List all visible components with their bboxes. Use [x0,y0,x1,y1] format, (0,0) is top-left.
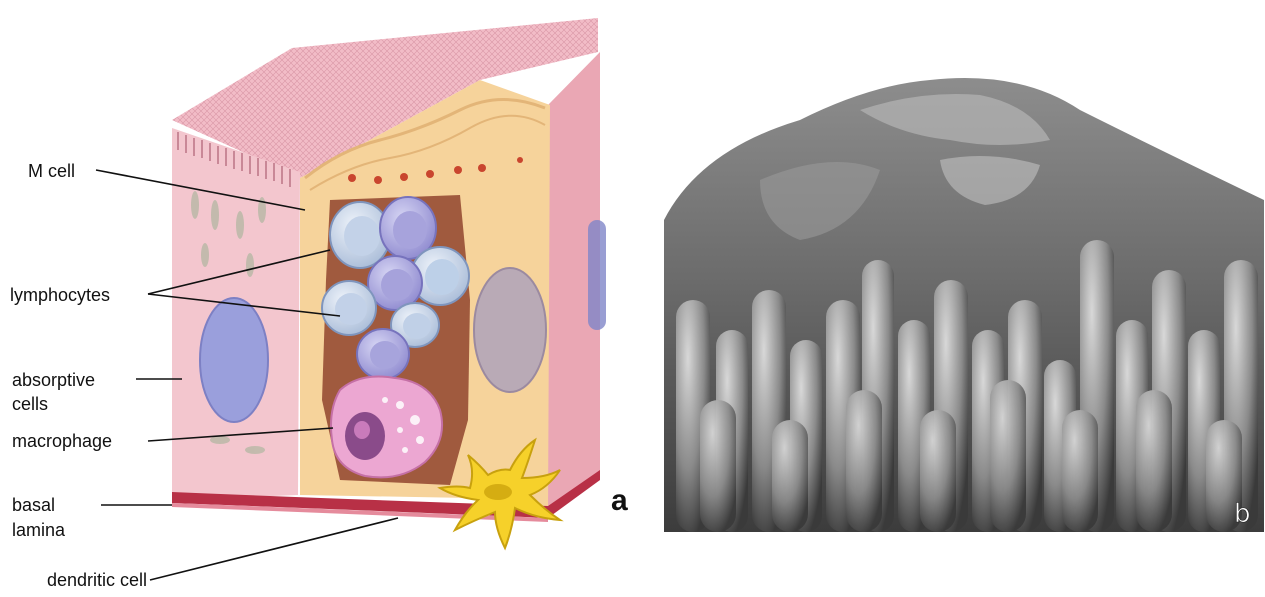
label-lymphocytes: lymphocytes [10,285,110,305]
panel-label-a: a [611,484,628,517]
label-m-cell: M cell [28,161,75,181]
label-basal-lamina-line1: basal [12,495,55,515]
label-macrophage: macrophage [12,431,112,451]
label-absorptive-cells-line2: cells [12,394,48,414]
label-absorptive-cells-line1: absorptive [12,370,95,390]
label-basal-lamina-line2: lamina [12,520,66,540]
label-dendritic-cell: dendritic cell [47,570,147,590]
epithelium-illustration [172,18,606,548]
sem-micrograph: b [664,10,1264,532]
absorptive-nucleus [200,298,268,422]
panel-label-b: b [1234,499,1251,529]
